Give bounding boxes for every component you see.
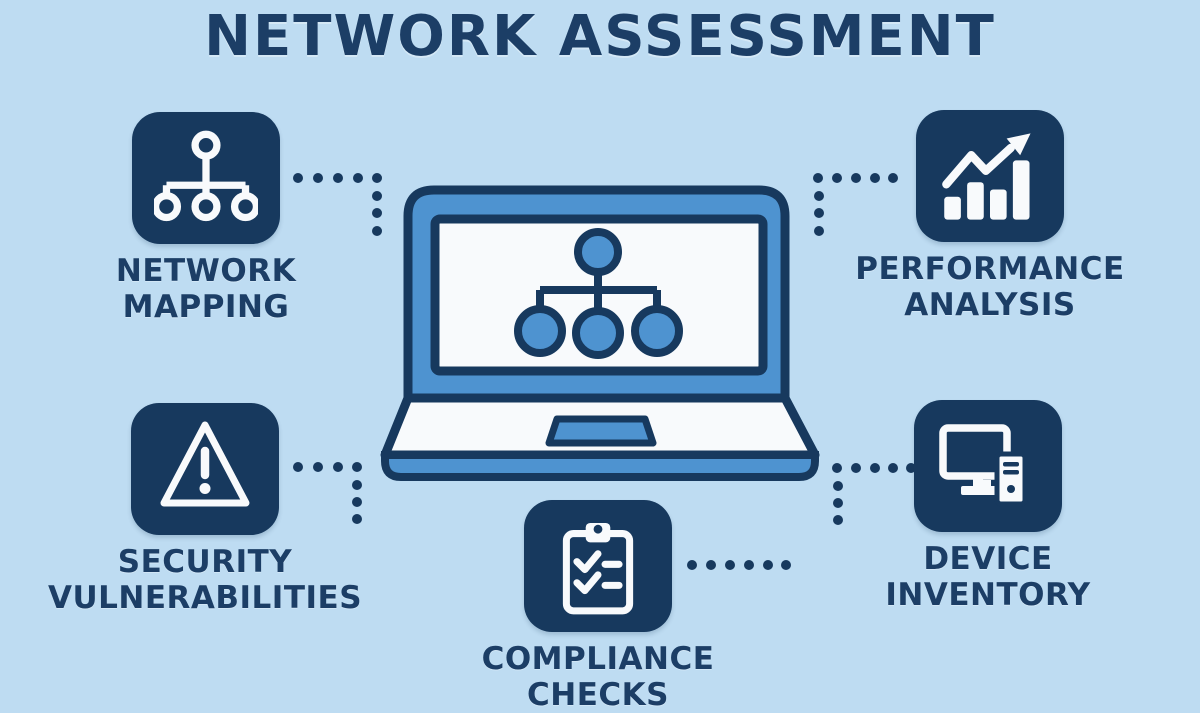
node-device-inventory: DEVICE INVENTORY <box>838 400 1138 613</box>
network-tree-icon <box>132 112 280 244</box>
clipboard-checklist-icon <box>524 500 672 632</box>
desktop-computer-icon <box>914 400 1062 532</box>
node-label-security-vulnerabilities: SECURITY VULNERABILITIES <box>47 544 363 616</box>
warning-triangle-icon <box>131 403 279 535</box>
node-network-mapping: NETWORK MAPPING <box>56 112 356 325</box>
bar-chart-arrow-icon <box>916 110 1064 242</box>
node-security-vulnerabilities: SECURITY VULNERABILITIES <box>48 403 362 616</box>
node-label-network-mapping: NETWORK MAPPING <box>115 253 297 325</box>
laptop-network-icon <box>378 183 822 483</box>
touchpad <box>545 415 657 447</box>
node-label-device-inventory: DEVICE INVENTORY <box>885 541 1091 613</box>
network-tree-on-screen <box>514 228 683 359</box>
node-compliance-checks: COMPLIANCE CHECKS <box>448 500 748 713</box>
node-label-performance-analysis: PERFORMANCE ANALYSIS <box>855 251 1125 323</box>
node-label-compliance-checks: COMPLIANCE CHECKS <box>481 641 715 713</box>
node-performance-analysis: PERFORMANCE ANALYSIS <box>840 110 1140 323</box>
laptop-graphic <box>380 185 820 481</box>
page-title: NETWORK ASSESSMENT <box>204 4 996 69</box>
